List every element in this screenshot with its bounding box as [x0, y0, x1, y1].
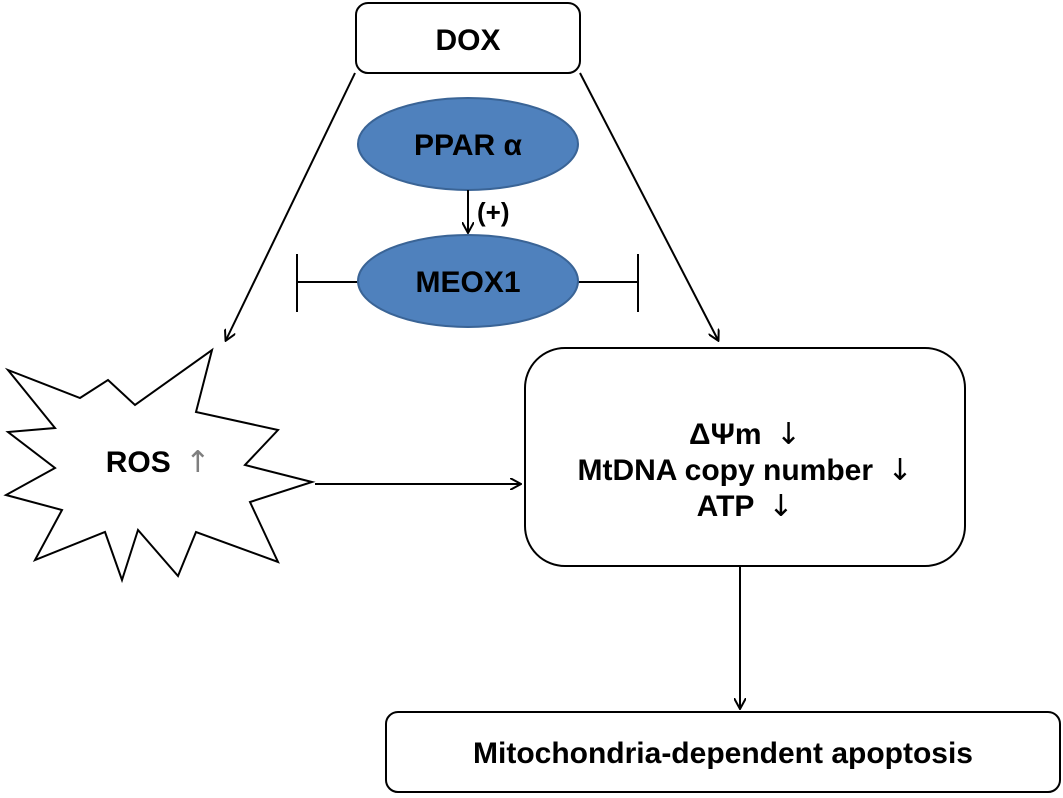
meox1-label: MEOX1: [415, 266, 520, 299]
edge-ppar-to-meox1-label: (+): [477, 197, 510, 227]
delta-psi-m-decrease-arrow: ↓: [776, 417, 801, 452]
ppar-alpha-node: PPAR α: [357, 97, 579, 191]
atp-label: ATP: [697, 490, 754, 523]
ros-starburst: [3, 347, 316, 584]
edge-dox-to-mito-effects: [579, 72, 718, 340]
mtdna-decrease-arrow: ↓: [887, 453, 912, 488]
atp-decrease-arrow: ↓: [768, 489, 793, 524]
svg-text:ΔΨm ↓: ΔΨm ↓: [689, 417, 801, 452]
edge-dox-to-ros: [226, 72, 356, 340]
mtdna-copy-number-label: MtDNA copy number: [577, 454, 873, 487]
apoptosis-node: Mitochondria-dependent apoptosis: [385, 711, 1061, 793]
dox-node: DOX: [355, 2, 581, 74]
apoptosis-label: Mitochondria-dependent apoptosis: [473, 737, 973, 770]
ros-increase-arrow: ↑: [185, 445, 210, 480]
svg-text:MtDNA copy number ↓: MtDNA copy number ↓: [577, 453, 912, 488]
svg-text:ROS ↑: ROS ↑: [106, 445, 211, 480]
ppar-alpha-label: PPAR α: [414, 129, 522, 162]
ros-node: ROS ↑: [3, 347, 316, 584]
meox1-node: MEOX1: [357, 234, 579, 328]
ros-label: ROS: [106, 446, 171, 479]
meox1-ellipse: [357, 234, 579, 328]
svg-text:ATP ↓: ATP ↓: [697, 489, 794, 524]
delta-psi-m-label: ΔΨm: [689, 418, 762, 451]
dox-label: DOX: [435, 24, 500, 57]
mito-effects-node: ΔΨm ↓ MtDNA copy number ↓ ATP ↓: [524, 347, 966, 567]
